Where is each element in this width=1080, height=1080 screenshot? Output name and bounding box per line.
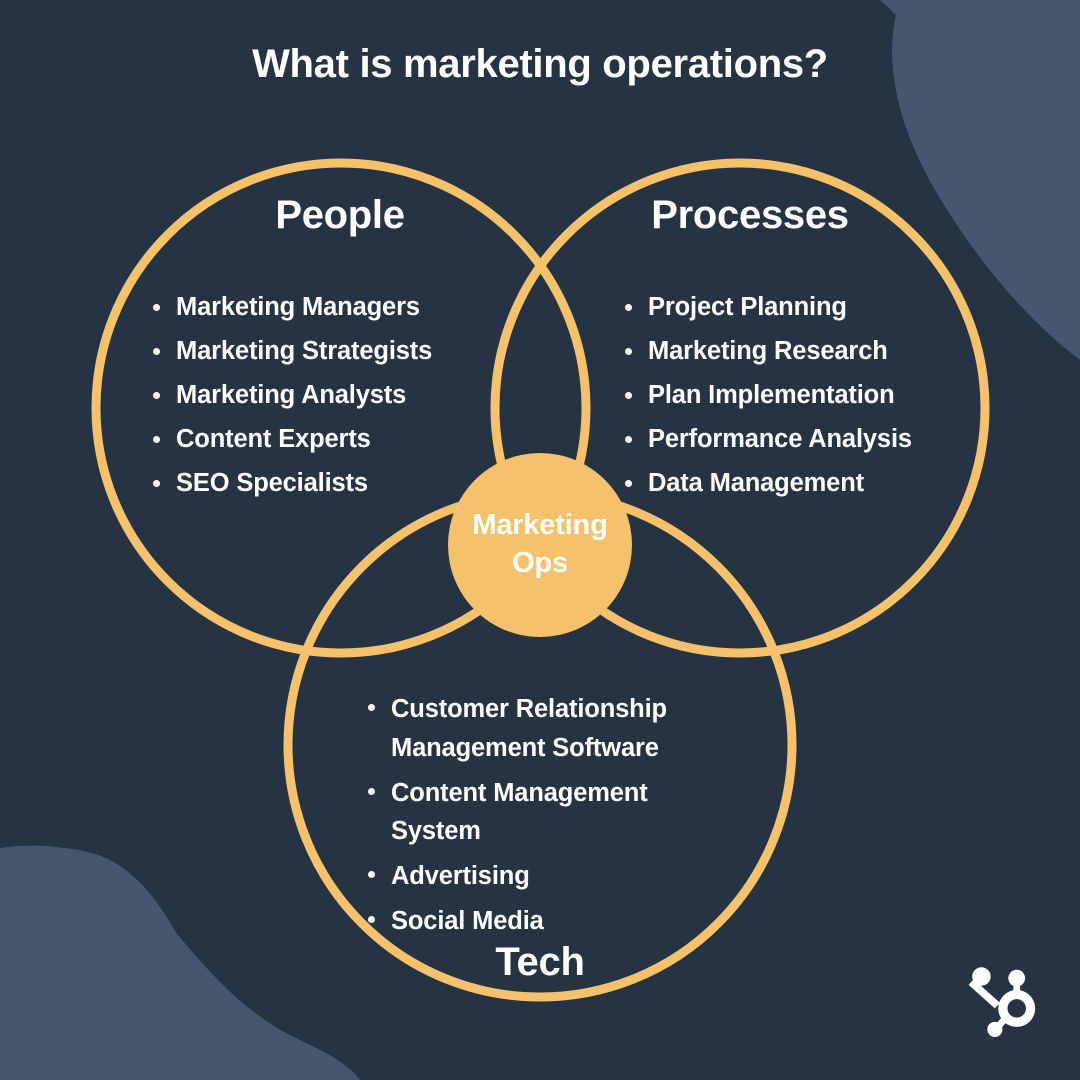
hubspot-sprocket-logo xyxy=(968,967,1036,1037)
venn-center-label-line1: Marketing xyxy=(472,509,608,542)
list-item: Marketing Managers xyxy=(150,292,490,323)
list-item: Marketing Research xyxy=(622,336,952,367)
decor-shape-top-right-b xyxy=(892,0,1080,360)
list-item: Data Management xyxy=(622,468,952,499)
list-item: Performance Analysis xyxy=(622,424,952,455)
venn-list-processes: Project Planning Marketing Research Plan… xyxy=(622,292,952,513)
decor-shape-bottom-left-b xyxy=(0,845,360,1080)
venn-circle-processes xyxy=(490,158,990,658)
list-item: Marketing Strategists xyxy=(150,336,490,367)
list-item: Social Media xyxy=(365,902,710,941)
venn-circle-people xyxy=(91,158,591,658)
venn-center-label-line2: Ops xyxy=(512,547,568,579)
list-item: Marketing Analysts xyxy=(150,380,490,411)
venn-heading-tech: Tech xyxy=(495,940,585,984)
list-item: Customer Relationship Management Softwar… xyxy=(365,690,710,768)
venn-center-label: Marketing Ops xyxy=(472,507,607,582)
list-item: Advertising xyxy=(365,857,710,896)
list-item: Project Planning xyxy=(622,292,952,323)
venn-heading-people: People xyxy=(275,193,405,237)
list-item: Plan Implementation xyxy=(622,380,952,411)
list-item: Content Experts xyxy=(150,424,490,455)
venn-heading-processes: Processes xyxy=(651,193,849,237)
venn-center-node: Marketing Ops xyxy=(448,453,632,637)
list-item: Content Management System xyxy=(365,774,710,852)
venn-list-people: Marketing Managers Marketing Strategists… xyxy=(150,292,490,513)
list-item: SEO Specialists xyxy=(150,468,490,499)
page-title: What is marketing operations? xyxy=(252,42,828,86)
venn-list-tech: Customer Relationship Management Softwar… xyxy=(365,690,710,947)
